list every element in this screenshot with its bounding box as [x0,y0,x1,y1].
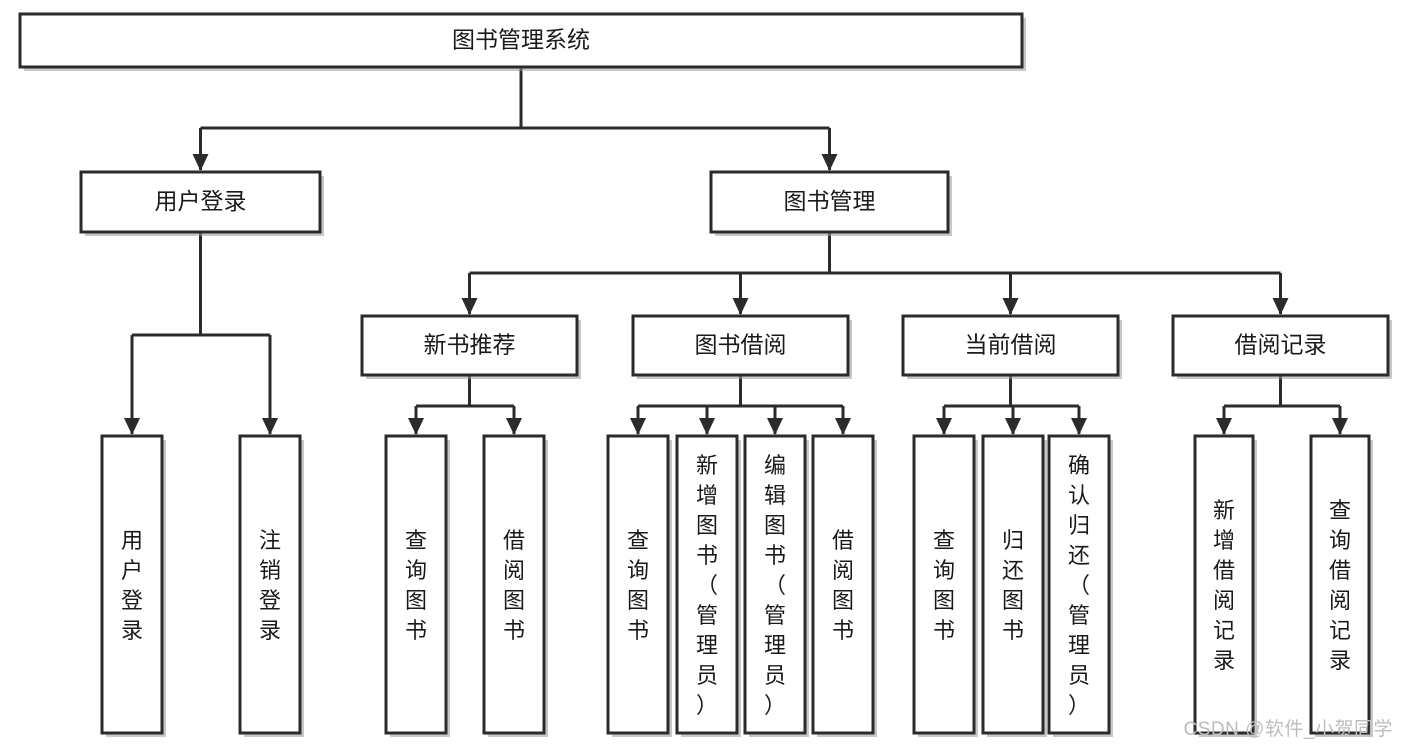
arrow-head-icon [408,418,424,435]
connector-layer [124,67,1348,435]
node-box-user-logout-leaf[interactable] [238,434,302,735]
node-box-bb-edit-book[interactable] [743,434,807,735]
arrow-head-icon [1332,418,1348,435]
node-box-nbr-query-book[interactable] [384,434,448,735]
arrow-head-icon [1002,298,1019,315]
node-label-borrow-record: 借阅记录 [1235,332,1327,358]
node-label-nbr-borrow-book: 借阅图书 [503,528,525,643]
arrow-head-icon [1005,418,1021,435]
node-label-nbr-query-book: 查询图书 [405,528,427,643]
node-box-new-book-rec[interactable] [360,314,579,377]
node-box-root[interactable] [18,12,1024,69]
node-label-user-logout-leaf: 注销登录 [259,528,281,643]
node-box-user-login-leaf[interactable] [100,434,164,735]
arrow-head-icon [1216,418,1232,435]
node-label-user-login: 用户登录 [155,188,247,214]
node-box-bb-query-book[interactable] [606,434,670,735]
node-label-bb-borrow-book: 借阅图书 [832,528,854,643]
arrow-head-icon [1071,418,1087,435]
node-label-book-borrow: 图书借阅 [695,332,787,358]
node-box-current-borrow[interactable] [901,314,1120,377]
node-box-book-manage[interactable] [709,170,950,234]
node-label-root: 图书管理系统 [452,27,590,53]
node-label-new-book-rec: 新书推荐 [424,332,516,358]
arrow-head-icon [821,154,838,171]
arrow-head-icon [461,298,478,315]
node-box-cb-confirm-return[interactable] [1047,434,1111,735]
arrow-head-icon [124,418,140,435]
node-box-cb-return-book[interactable] [981,434,1045,735]
arrow-head-icon [835,418,851,435]
node-label-cb-return-book: 归还图书 [1002,528,1024,643]
node-label-br-add-record: 新增借阅记录 [1213,498,1235,673]
node-label-bb-add-book: 新增图书（管理员） [696,453,718,718]
arrow-head-icon [1272,298,1289,315]
node-box-bb-add-book[interactable] [675,434,739,735]
node-label-cb-query-book: 查询图书 [933,528,955,643]
node-label-br-query-record: 查询借阅记录 [1329,498,1351,673]
node-label-current-borrow: 当前借阅 [965,332,1057,358]
node-label-book-manage: 图书管理 [784,188,876,214]
node-box-br-query-record[interactable] [1309,434,1371,735]
node-box-bb-borrow-book[interactable] [811,434,875,735]
arrow-head-icon [699,418,715,435]
arrow-head-icon [767,418,783,435]
node-layer: 图书管理系统用户登录图书管理新书推荐图书借阅当前借阅借阅记录用户登录注销登录查询… [18,12,1392,737]
node-box-nbr-borrow-book[interactable] [482,434,546,735]
arrow-head-icon [936,418,952,435]
arrow-head-icon [506,418,522,435]
arrow-head-icon [630,418,646,435]
node-box-borrow-record[interactable] [1171,314,1390,377]
node-box-book-borrow[interactable] [631,314,850,377]
node-box-cb-query-book[interactable] [912,434,976,735]
arrow-head-icon [732,298,749,315]
node-label-cb-confirm-return: 确认归还（管理员） [1068,453,1090,718]
node-label-bb-query-book: 查询图书 [627,528,649,643]
node-label-user-login-leaf: 用户登录 [121,528,143,643]
node-box-user-login[interactable] [79,170,322,234]
node-label-bb-edit-book: 编辑图书（管理员） [764,453,786,718]
node-box-br-add-record[interactable] [1193,434,1255,735]
arrow-head-icon [192,154,209,171]
csdn-watermark: CSDN @软件_小贺同学 [1183,719,1393,740]
arrow-head-icon [262,418,278,435]
